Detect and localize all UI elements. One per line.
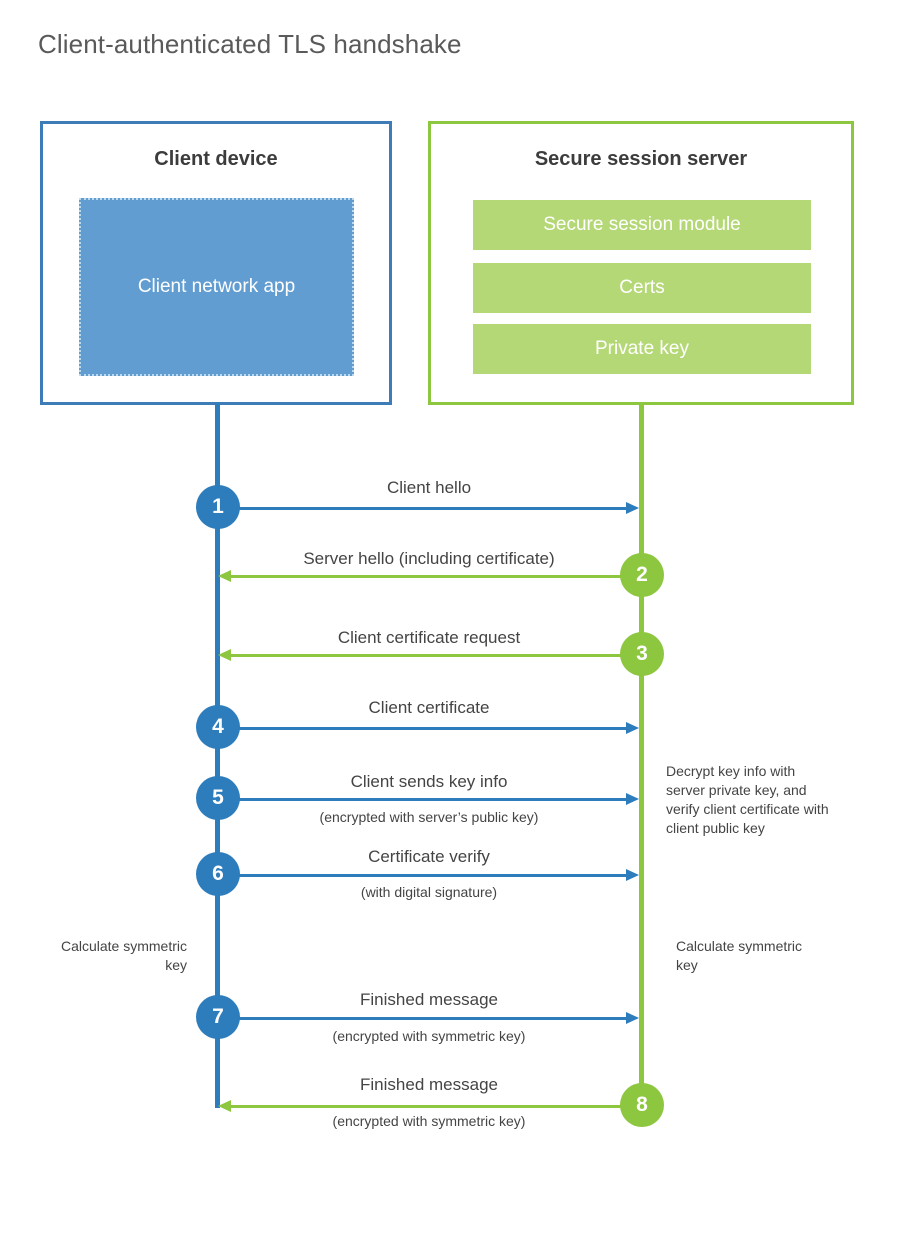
step-circle-1[interactable]: 1 [196,485,240,529]
arrowhead-right-icon [626,722,639,734]
arrowhead-right-icon [626,793,639,805]
client-network-app-block: Client network app [79,198,354,376]
arrow-shaft [218,1017,628,1020]
message-sublabel-5: (encrypted with server’s public key) [319,809,539,825]
message-sublabel-8: (encrypted with symmetric key) [332,1113,526,1129]
message-label-4: Client certificate [368,698,490,717]
arrowhead-left-icon [218,570,231,582]
arrow-shaft [218,874,628,877]
step-circle-2[interactable]: 2 [620,553,664,597]
arrowhead-left-icon [218,1100,231,1112]
arrow-shaft [231,1105,641,1108]
arrow-shaft [218,727,628,730]
arrowhead-right-icon [626,869,639,881]
page-title: Client-authenticated TLS handshake [38,29,462,59]
message-label-3: Client certificate request [337,628,521,647]
note-server-calculate-symmetric-key: Calculate symmetric key [676,938,803,973]
arrow-shaft [231,575,641,578]
server-component-private-key: Private key [473,324,811,374]
message-label-5: Client sends key info [350,772,508,791]
arrowhead-right-icon [626,502,639,514]
secure-session-server-box: Secure session server Secure session mod… [428,121,854,405]
client-lifeline [215,403,220,1108]
client-device-title: Client device [154,148,278,170]
server-component-secure-session-module: Secure session module [473,200,811,250]
message-label-2: Server hello (including certificate) [303,549,555,568]
secure-session-server-title: Secure session server [534,148,748,170]
server-component-certs: Certs [473,263,811,313]
arrow-shaft [218,507,628,510]
step-circle-7[interactable]: 7 [196,995,240,1039]
message-sublabel-6: (with digital signature) [360,884,498,900]
message-label-8: Finished message [360,1075,498,1094]
arrowhead-left-icon [218,649,231,661]
step-circle-5[interactable]: 5 [196,776,240,820]
note-client-calculate-symmetric-key: Calculate symmetric key [60,938,187,973]
server-lifeline [639,403,644,1108]
client-device-box: Client device Client network app [40,121,392,405]
step-circle-6[interactable]: 6 [196,852,240,896]
message-label-1: Client hello [386,478,472,497]
message-label-7: Finished message [360,990,498,1009]
note-server-decrypt: Decrypt key info with server private key… [666,763,829,836]
step-circle-8[interactable]: 8 [620,1083,664,1127]
step-circle-4[interactable]: 4 [196,705,240,749]
arrowhead-right-icon [626,1012,639,1024]
message-label-6: Certificate verify [368,847,490,866]
arrow-shaft [218,798,628,801]
message-sublabel-7: (encrypted with symmetric key) [332,1028,526,1044]
step-circle-3[interactable]: 3 [620,632,664,676]
arrow-shaft [231,654,641,657]
